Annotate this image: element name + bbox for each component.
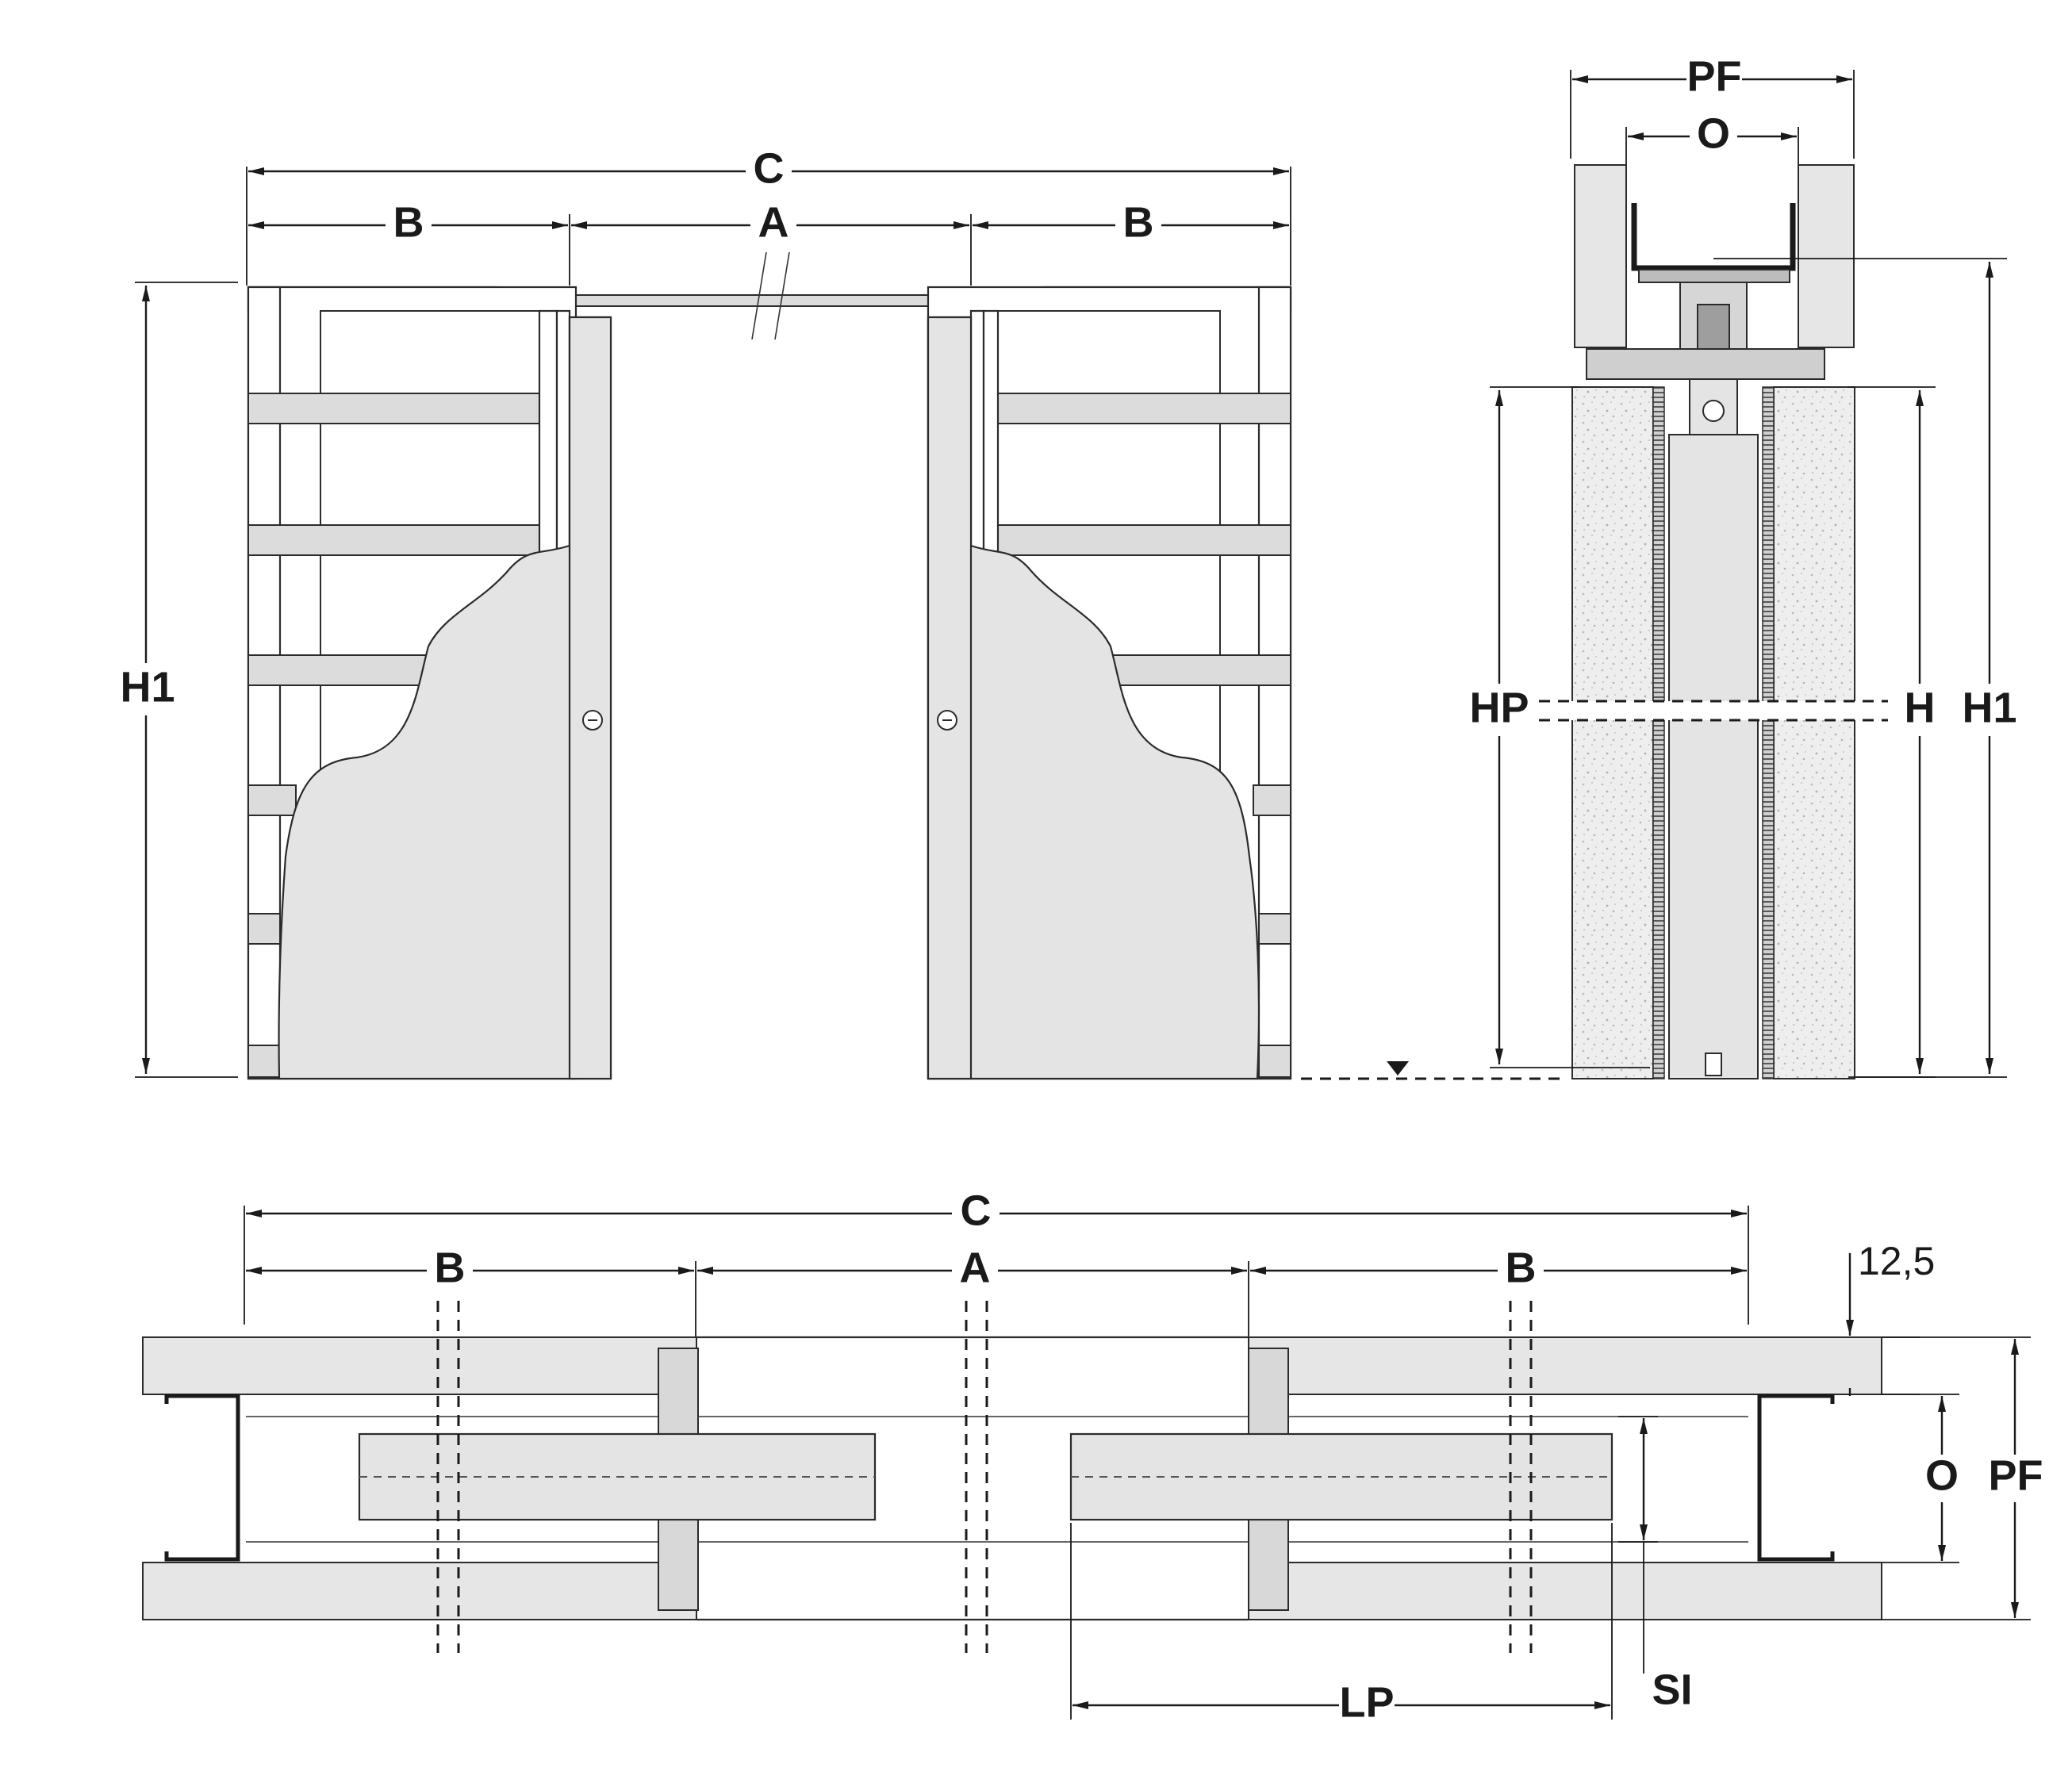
section-dim-hp: HP: [1466, 386, 1650, 1068]
elevation-label-b-left: B: [393, 198, 424, 246]
vertical-section: PF O: [1466, 52, 2021, 1079]
plan-label-lp: LP: [1339, 1678, 1394, 1726]
elevation-label-c: C: [754, 144, 785, 192]
left-pocket-frame: [247, 286, 612, 1080]
plan-label-o: O: [1925, 1451, 1959, 1499]
section-label-h1: H1: [1962, 684, 2016, 731]
section-dim-h1: H1: [1713, 258, 2021, 1078]
plan-label-a: A: [960, 1244, 991, 1291]
plan-label-b-left: B: [435, 1244, 466, 1291]
plan-dim-12-5: 12,5: [1846, 1239, 1935, 1396]
plan-dim-bab: B A B: [246, 1244, 1747, 1340]
plan-label-12-5: 12,5: [1858, 1239, 1935, 1283]
section-dim-h: H: [1848, 386, 1942, 1078]
elevation-label-h1: H1: [120, 663, 175, 711]
elevation-view: C B A B H1: [116, 144, 1563, 1080]
plan-dim-c: C: [244, 1187, 1749, 1325]
plan-view: C B A B: [142, 1187, 2043, 1729]
plan-dim-pf: PF: [1882, 1336, 2043, 1620]
elevation-label-b-right: B: [1123, 198, 1154, 246]
plan-label-si: SI: [1652, 1666, 1692, 1713]
section-dim-pf: PF: [1570, 52, 1855, 159]
section-label-hp: HP: [1469, 684, 1529, 731]
section-label-pf: PF: [1686, 52, 1741, 100]
plan-label-c: C: [961, 1187, 992, 1234]
plan-dim-si: SI: [1618, 1416, 1693, 1713]
plan-label-pf: PF: [1988, 1451, 2043, 1499]
right-pocket-frame: [927, 286, 1292, 1080]
elevation-label-a: A: [758, 198, 789, 246]
plan-label-b-right: B: [1506, 1244, 1537, 1291]
elevation-dim-c: C: [246, 144, 1291, 286]
section-label-o: O: [1697, 109, 1730, 157]
plan-dim-o: O: [1882, 1394, 1966, 1563]
plan-dim-lp: LP: [1070, 1523, 1613, 1729]
section-dim-o: O: [1625, 109, 1799, 198]
elevation-dim-h1: H1: [116, 282, 238, 1078]
floor-line: [1301, 1061, 1563, 1080]
elevation-dim-bab: B A B: [248, 198, 1289, 286]
section-label-h: H: [1905, 684, 1936, 731]
